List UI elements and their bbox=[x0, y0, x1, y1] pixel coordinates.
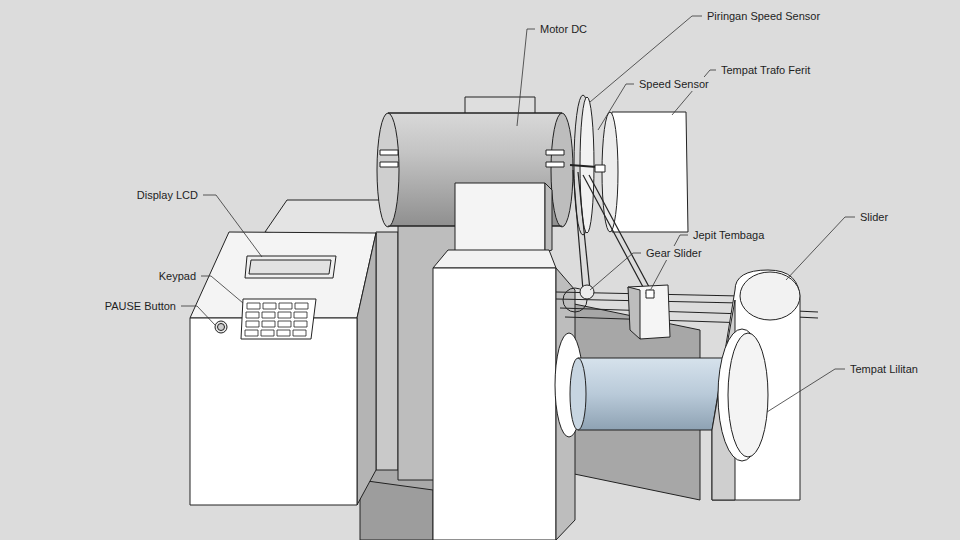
part-label: Tempat Lilitan bbox=[848, 362, 920, 376]
part-label: Piringan Speed Sensor bbox=[705, 9, 822, 23]
part-label: PAUSE Button bbox=[103, 299, 178, 313]
part-label: Slider bbox=[858, 210, 890, 224]
leader-lines bbox=[181, 16, 855, 412]
machine-drawing bbox=[190, 95, 818, 540]
part-label: Display LCD bbox=[135, 188, 200, 202]
part-label: Speed Sensor bbox=[637, 77, 711, 91]
part-label: Tempat Trafo Ferit bbox=[719, 63, 812, 77]
part-label: Jepit Tembaga bbox=[691, 228, 766, 242]
part-label: Motor DC bbox=[538, 22, 589, 36]
part-label: Keypad bbox=[157, 269, 198, 283]
part-label: Gear Slider bbox=[644, 246, 704, 260]
